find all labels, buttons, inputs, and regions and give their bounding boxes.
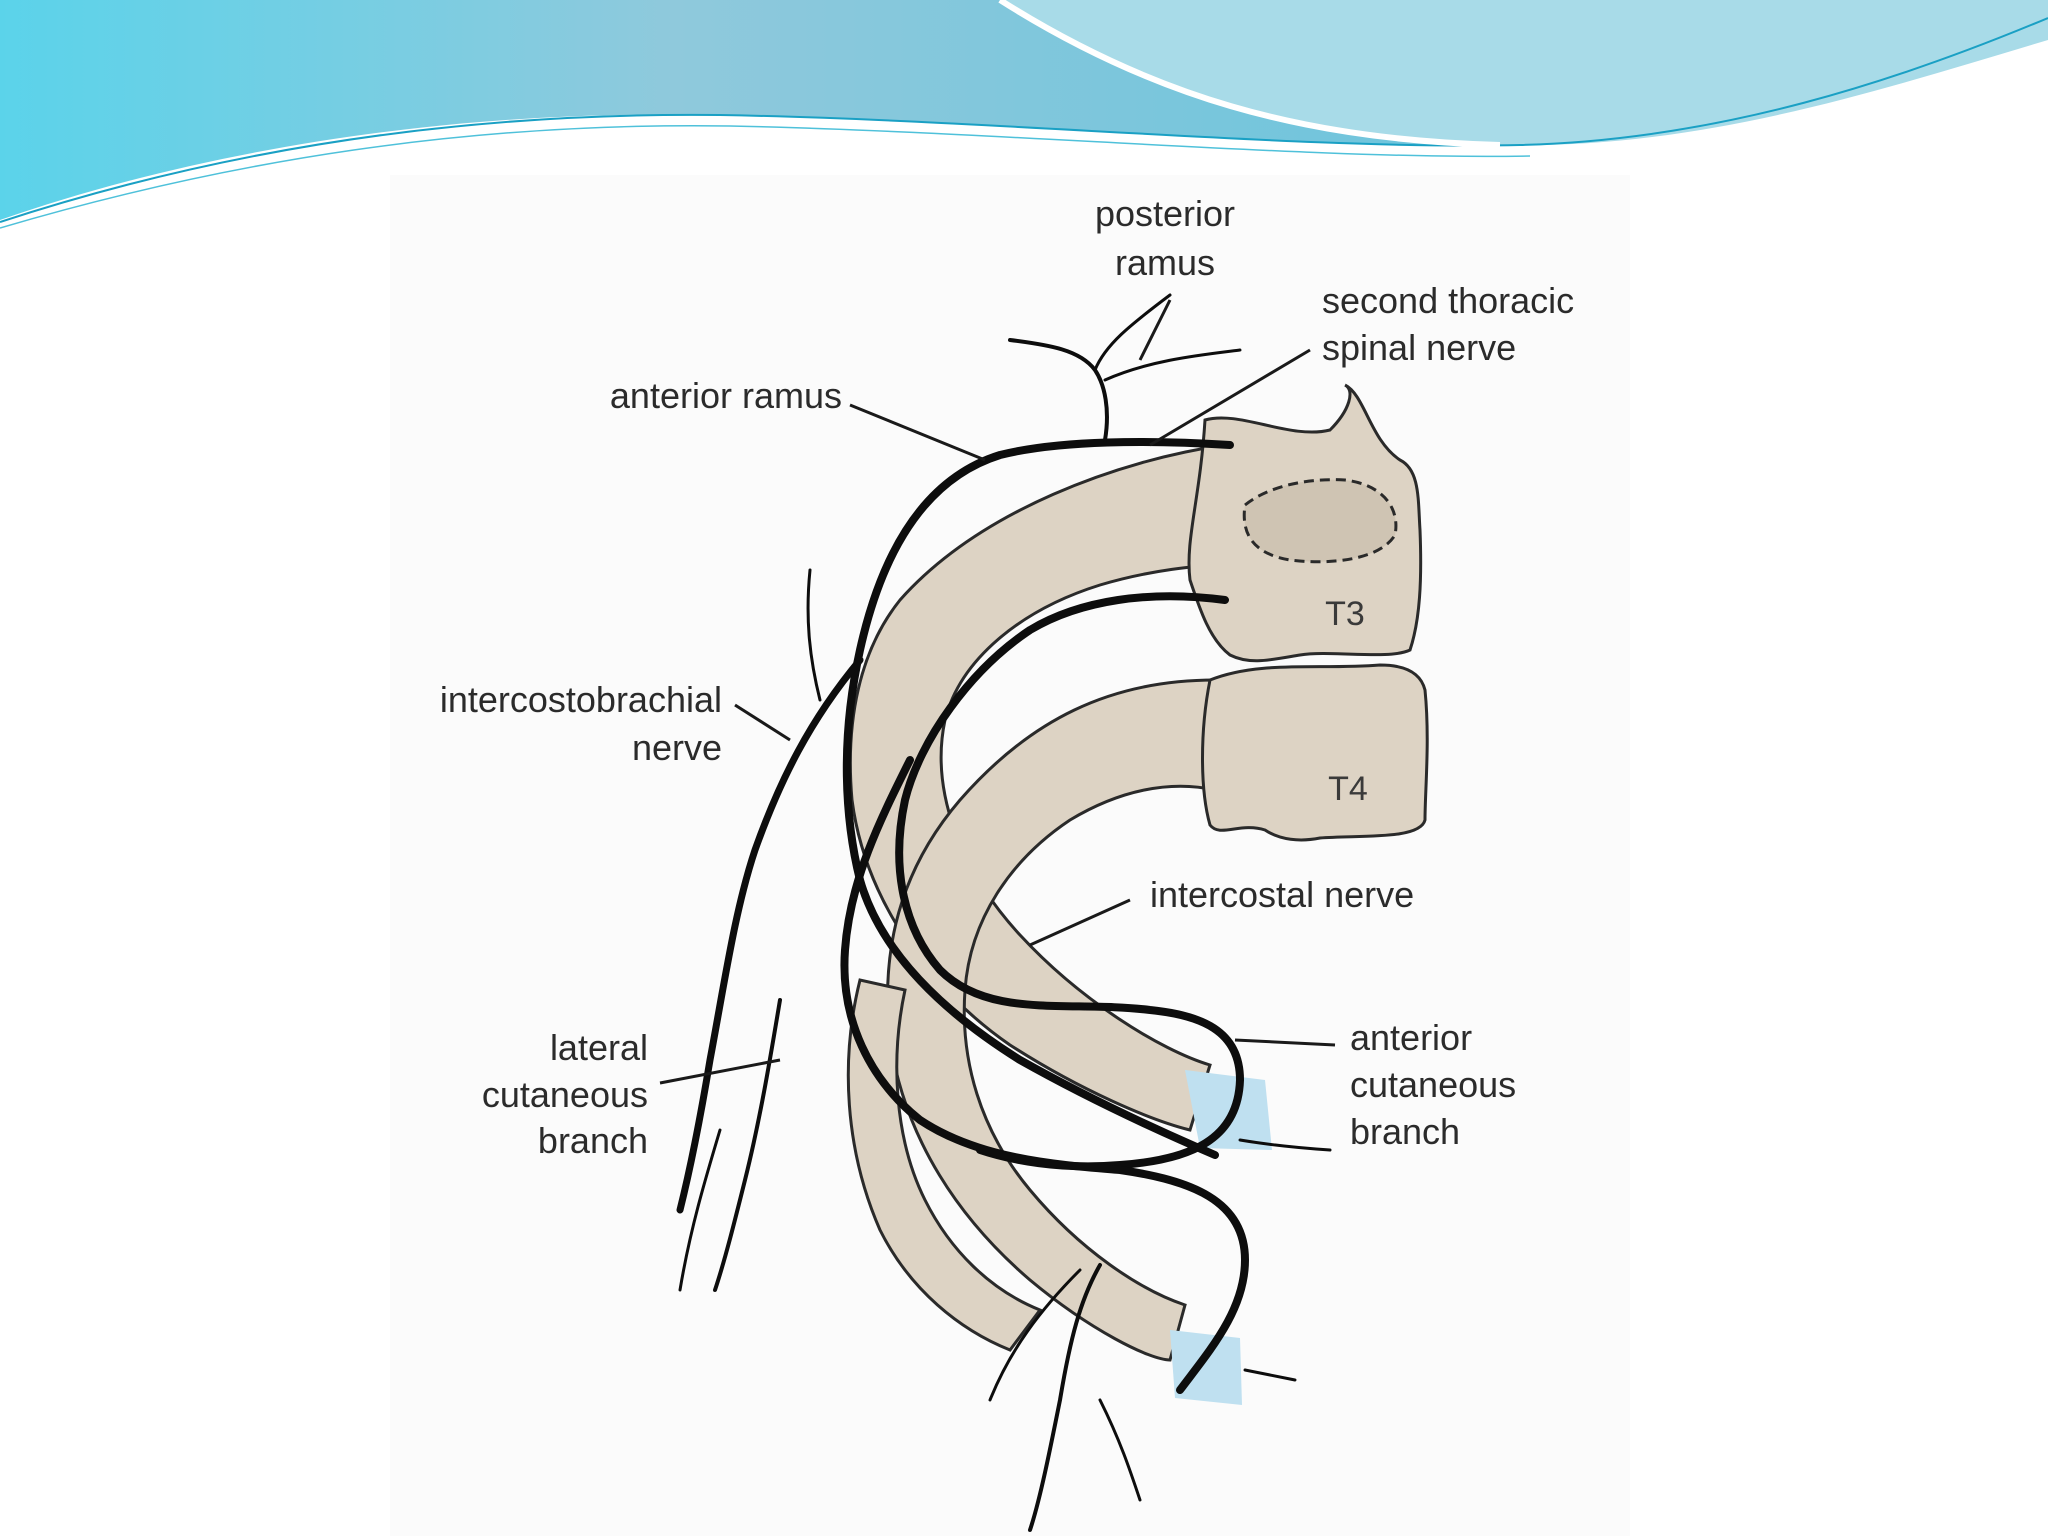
- label-second-thoracic-line2: spinal nerve: [1322, 327, 1516, 368]
- label-posterior-ramus-line1: posterior: [1095, 193, 1235, 234]
- label-intercostal-nerve: intercostal nerve: [1150, 874, 1414, 915]
- vertebra-t4-body: [1203, 665, 1428, 840]
- label-intercostobrachial-line2: nerve: [632, 727, 722, 768]
- vertebral-facet: [1244, 480, 1396, 562]
- label-lateral-cutaneous-line2: cutaneous: [482, 1074, 648, 1115]
- label-second-thoracic-line1: second thoracic: [1322, 280, 1574, 321]
- label-anterior-cutaneous-line2: cutaneous: [1350, 1064, 1516, 1105]
- label-vertebra-t4: T4: [1328, 770, 1368, 808]
- label-anterior-ramus: anterior ramus: [610, 375, 842, 416]
- label-anterior-cutaneous-line1: anterior: [1350, 1017, 1472, 1058]
- label-intercostobrachial-line1: intercostobrachial: [440, 679, 722, 720]
- label-vertebra-t3: T3: [1325, 595, 1365, 633]
- label-lateral-cutaneous-line3: branch: [538, 1120, 648, 1161]
- label-posterior-ramus-line2: ramus: [1115, 242, 1215, 283]
- label-lateral-cutaneous-line1: lateral: [550, 1027, 648, 1068]
- label-anterior-cutaneous-line3: branch: [1350, 1111, 1460, 1152]
- vertebrae: [1189, 385, 1427, 840]
